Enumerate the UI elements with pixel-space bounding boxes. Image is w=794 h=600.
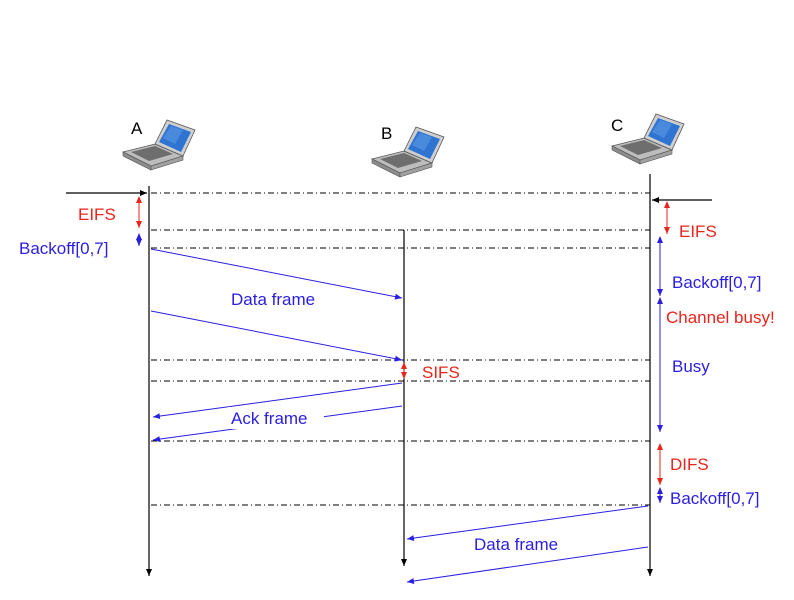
data-frame-2-start-arrow [406, 505, 649, 542]
channel-busy-label: Channel busy! [666, 308, 775, 327]
c-backoff-2-label: Backoff[0,7] [670, 489, 759, 508]
data-frame-2-label: Data frame [474, 535, 558, 554]
c-backoff-1-label: Backoff[0,7] [672, 273, 761, 292]
data-frame-2-end-arrow [406, 546, 649, 584]
busy-label: Busy [672, 357, 710, 376]
ack-frame-label: Ack frame [231, 409, 308, 428]
guide-lines [151, 192, 650, 506]
data-frame-1-label: Data frame [231, 290, 315, 309]
difs-label: DIFS [670, 455, 709, 474]
node-c-label: C [611, 116, 623, 135]
c-eifs-label: EIFS [679, 222, 717, 241]
data-frame-1-end-arrow [150, 310, 403, 362]
ack-label-bg [228, 407, 324, 429]
a-backoff-label: Backoff[0,7] [19, 239, 108, 258]
data-frame-1-start-arrow [150, 248, 403, 300]
sifs-label: SIFS [422, 363, 460, 382]
a-eifs-label: EIFS [78, 205, 116, 224]
node-a-label: A [131, 119, 143, 138]
node-b-label: B [381, 124, 392, 143]
ack-frame-start-arrow [152, 382, 403, 420]
